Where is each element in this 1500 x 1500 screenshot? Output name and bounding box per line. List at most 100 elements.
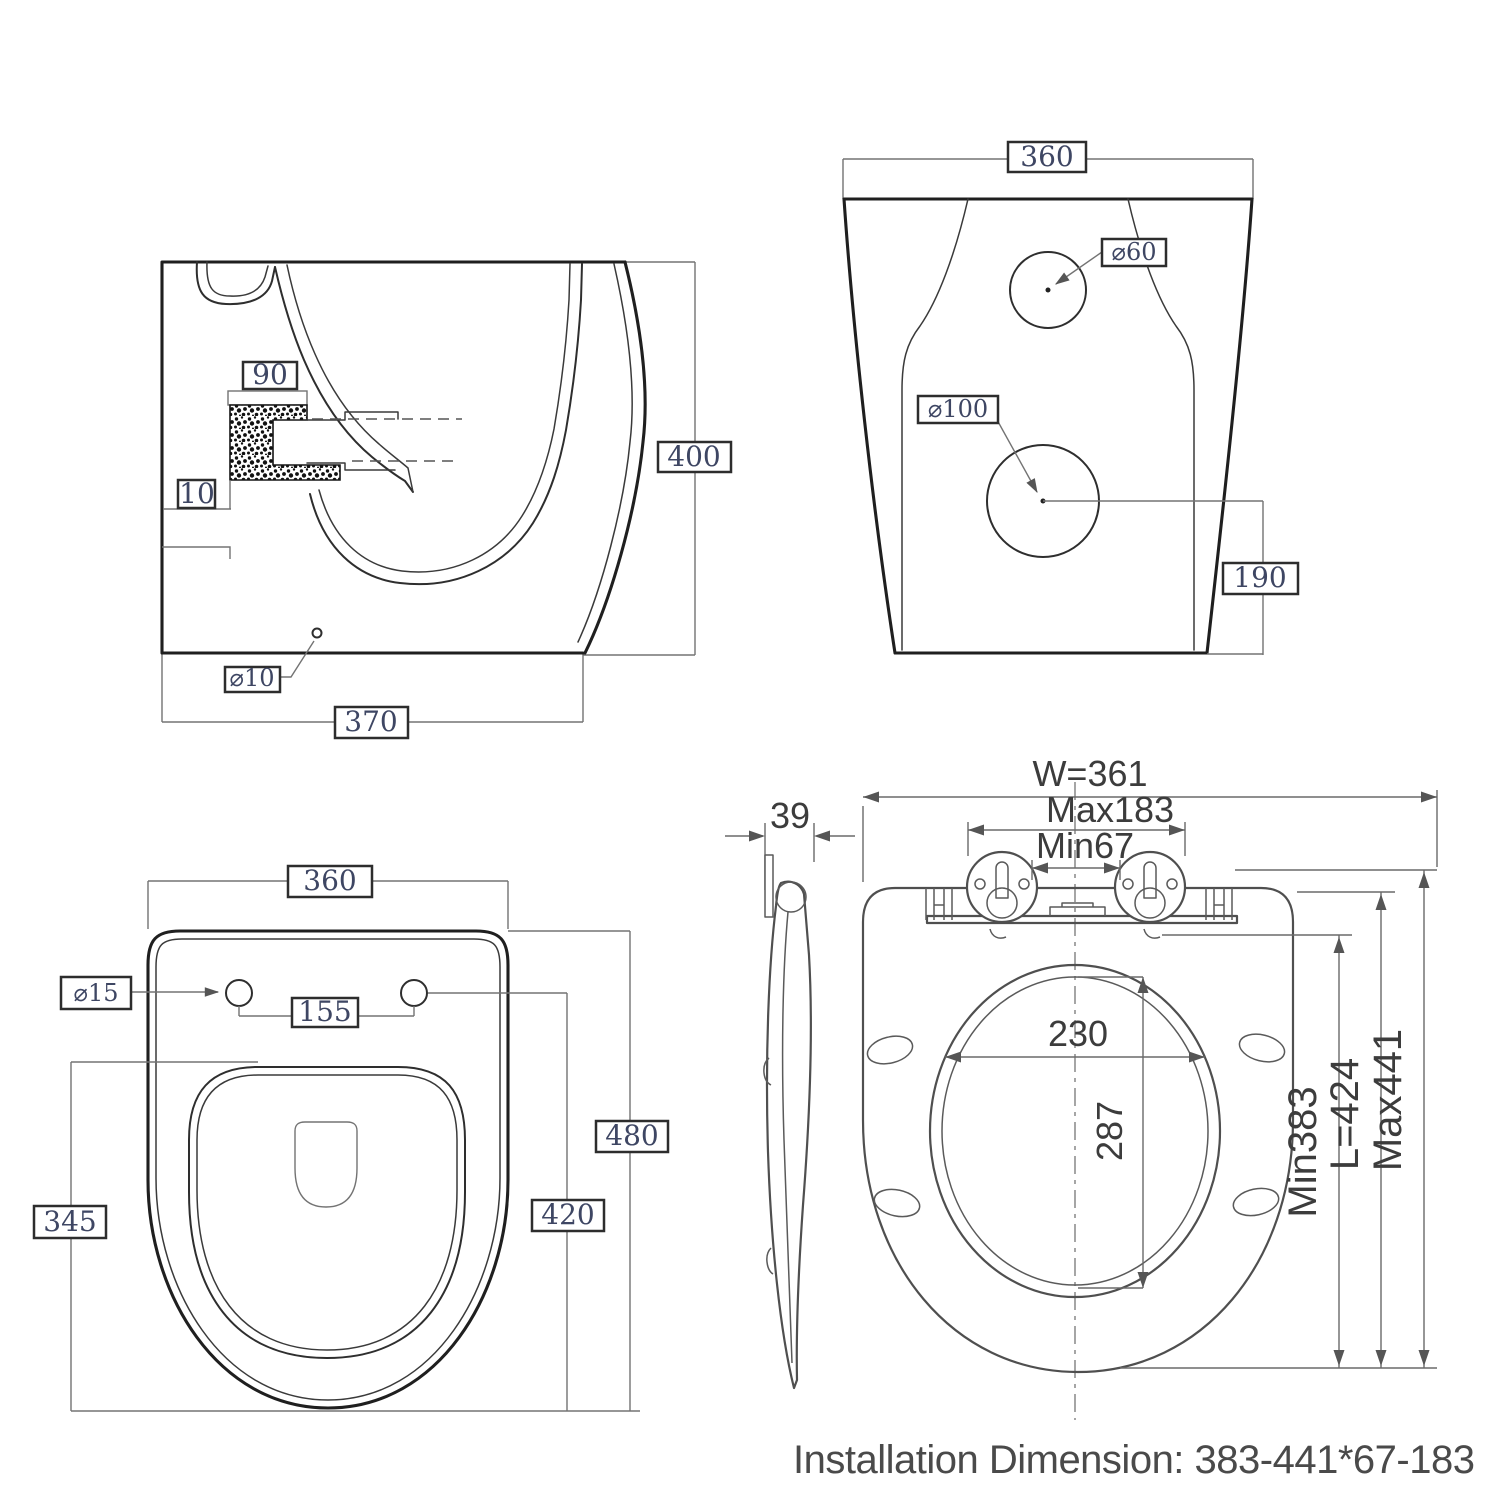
gasket-hatch-block	[229, 404, 341, 481]
installation-dimension-text: Installation Dimension: 383-441*67-183	[793, 1438, 1474, 1482]
hinge-right-keyhole	[1143, 861, 1157, 899]
dim-min67-text: Min67	[1036, 825, 1134, 866]
dim-420-label: 420	[530, 1198, 606, 1233]
back-body-outline	[842, 197, 1254, 655]
fixing-hole-left	[225, 979, 253, 1007]
rim-channel-inner	[206, 261, 269, 297]
dim-10-label: 10	[176, 477, 217, 510]
dim-190-label: 190	[1221, 561, 1300, 596]
dim-max441-text: Max441	[1366, 1029, 1410, 1171]
hole-60-leader	[1055, 251, 1103, 285]
dim-480-text: 480	[605, 1119, 658, 1152]
dim-190-text: 190	[1233, 561, 1286, 594]
hole-100-leader	[995, 417, 1038, 494]
dim-345-text: 345	[43, 1205, 96, 1238]
dim-w361-text: W=361	[1032, 753, 1147, 794]
plan-bowl-inner	[196, 1074, 458, 1351]
dim-360-plan-text: 360	[303, 864, 356, 897]
side-section-back-curve	[583, 260, 647, 655]
dim-480-label: 480	[594, 1119, 670, 1154]
spud-hidden-lines	[312, 418, 462, 462]
dim-max183-text: Max183	[1046, 789, 1174, 830]
hinge-left-circle	[965, 850, 1039, 924]
dim-max183-lines	[967, 822, 1186, 856]
bowl-section-inner	[318, 263, 571, 573]
drain-hole-leader	[280, 640, 315, 678]
seat-hooks	[989, 928, 1161, 939]
plan-bowl-outer	[188, 1066, 466, 1359]
dim-drain-hole-label: ⌀10	[223, 664, 282, 694]
drain-hole-circle	[311, 627, 323, 639]
seat-opening-inner	[941, 976, 1209, 1286]
spud-bore-lines	[306, 411, 399, 471]
dim-400-label: 400	[656, 440, 733, 474]
dim-345-label: 345	[32, 1204, 108, 1240]
seat-opening-outer	[928, 963, 1222, 1299]
flush-channel-inner	[286, 264, 414, 493]
dim-480-lines	[508, 930, 631, 1411]
dim-39-lines	[725, 823, 855, 890]
hinge-right-hole-b	[1166, 878, 1178, 890]
fixing-hole-right	[400, 979, 428, 1007]
side-section-body-outline	[160, 260, 627, 655]
seat-hinge-plate	[764, 854, 774, 918]
hinge-right-circle	[1113, 850, 1187, 924]
dim-360-back-text: 360	[1020, 140, 1073, 173]
plan-view: 360 ⌀15 155 480 420 345	[32, 864, 670, 1412]
dim-360-back-label: 360	[1006, 140, 1088, 174]
back-view: 360 ⌀60 ⌀100 190	[842, 140, 1300, 655]
dim-360-plan-label: 360	[286, 864, 374, 899]
seat-top-view: W=361 Max183 Min67 230 287 Min383 L=424	[861, 753, 1438, 1420]
dim-370-text: 370	[344, 705, 397, 738]
hinge-left-keyhole	[995, 861, 1009, 899]
dim-hole100-text: ⌀100	[928, 395, 988, 423]
hole-60-center	[1045, 287, 1051, 293]
dim-10-text: 10	[179, 477, 215, 510]
seat-bumper-bumps	[763, 1057, 774, 1275]
hinge-center-latch	[1049, 902, 1106, 916]
hinge-right-hatch	[1134, 887, 1166, 919]
seat-side-profile: 39	[725, 795, 855, 1390]
dim-287-text: 287	[1089, 1101, 1130, 1161]
dim-hole60-label: ⌀60	[1100, 237, 1168, 268]
hinge-left-hatch	[986, 887, 1018, 919]
seat-outline	[861, 886, 1295, 1374]
dim-hole100-label: ⌀100	[916, 394, 1000, 425]
side-section-view: 90 10 400 370 ⌀10	[160, 260, 733, 740]
dim-155-label: 155	[290, 995, 360, 1029]
side-section-back-inner	[577, 263, 633, 643]
hinge-side-clips	[925, 888, 1233, 920]
dim-370-label: 370	[333, 705, 410, 740]
dim-400-text: 400	[667, 440, 720, 473]
bumper-left-top	[866, 1035, 914, 1065]
bumper-right-bottom	[1232, 1187, 1280, 1217]
dim-l424-text: L=424	[1323, 1058, 1367, 1170]
length-ref-lines	[1120, 869, 1437, 1369]
dim-w361-lines	[862, 790, 1438, 882]
plan-body-inner	[155, 938, 501, 1401]
hinge-left-hole-a	[974, 878, 986, 890]
flush-outlet-shape	[294, 1121, 358, 1208]
dim-155-text: 155	[298, 995, 351, 1028]
dim-hole15-label: ⌀15	[59, 975, 133, 1011]
seat-ring-edge	[781, 911, 793, 1364]
bumper-right-top	[1238, 1033, 1286, 1063]
bowl-section-outer	[309, 263, 583, 586]
seat-views: 39	[725, 753, 1438, 1420]
hinge-bar	[925, 914, 1239, 925]
dim-90-label: 90	[241, 358, 299, 391]
spud-cap	[227, 390, 308, 406]
plan-body-outline	[146, 929, 510, 1410]
dim-420-text: 420	[541, 1198, 594, 1231]
dim-min383-text: Min383	[1281, 1086, 1325, 1217]
dim-230-text: 230	[1048, 1013, 1108, 1054]
hinge-left-hole-b	[1018, 878, 1030, 890]
seat-hinge-knuckle	[775, 881, 807, 913]
dim-39-text: 39	[770, 795, 810, 836]
dim-hole60-text: ⌀60	[1112, 238, 1157, 266]
bumper-left-bottom	[873, 1188, 921, 1218]
dim-287-lines	[1078, 976, 1144, 1289]
rim-channel-outer	[195, 261, 276, 306]
